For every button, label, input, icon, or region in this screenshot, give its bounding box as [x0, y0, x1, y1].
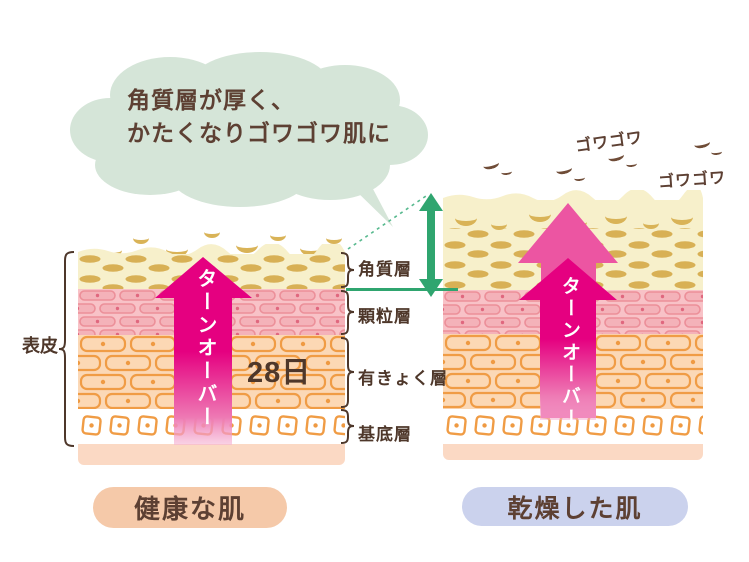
gowagowa-label-2: ゴワゴワ — [657, 169, 727, 192]
flake-icon — [500, 168, 513, 176]
crescent-cell-icon — [643, 217, 659, 229]
crescent-cell-icon — [270, 229, 286, 241]
caption-healthy-text: 健康な肌 — [133, 494, 246, 524]
dermis-band — [443, 444, 703, 460]
turnover-label-healthy: ターンオーバー — [194, 268, 216, 429]
crescent-cell-icon — [133, 232, 149, 244]
bubble-text: 角質層が厚く、 かたくなりゴワゴワ肌に — [127, 84, 427, 150]
thickness-measure-arrow — [419, 193, 443, 297]
spinous-brace — [340, 337, 355, 408]
caption-dry-text: 乾燥した肌 — [507, 494, 643, 523]
granular-brace — [340, 290, 355, 335]
flake-icon — [607, 150, 625, 163]
flake-icon — [482, 158, 500, 171]
crescent-cell-icon — [236, 237, 258, 253]
flake-icon — [555, 163, 573, 176]
turnover-arrow-healthy — [155, 257, 252, 445]
turnover-label-dry: ターンオーバー — [559, 276, 580, 430]
bubble-line1: 角質層が厚く、 — [127, 87, 295, 113]
crescent-cell-icon — [204, 226, 220, 238]
basal-brace — [340, 409, 355, 444]
dermis-band — [78, 444, 345, 465]
skin-block-dry: ターンオーバー — [443, 190, 703, 460]
skin-surface-wave — [443, 190, 703, 202]
stratum-corneum-brace — [340, 252, 355, 288]
stratum-corneum-label: 角質層 — [358, 260, 412, 279]
skin-block-healthy: ターンオーバー — [78, 220, 345, 465]
epidermis-brace — [58, 251, 75, 447]
epidermis-label: 表皮 — [22, 336, 58, 356]
spinous-label: 有きょく層 — [358, 369, 448, 388]
flake-icon — [625, 160, 638, 168]
caption-healthy: 健康な肌 — [93, 487, 287, 528]
gowagowa-label-1: ゴワゴワ — [574, 129, 645, 156]
flake-icon — [573, 174, 586, 182]
turnover-arrow-dry-front — [519, 258, 617, 420]
dashed-guide-line — [347, 195, 427, 250]
layer-boundary-line — [346, 288, 458, 291]
crescent-cell-icon — [326, 232, 342, 244]
crescent-cell-icon — [491, 218, 507, 230]
turnover-days-label: 28日 — [247, 357, 312, 389]
crescent-cell-icon — [671, 209, 693, 225]
bubble-line2: かたくなりゴワゴワ肌に — [127, 120, 391, 146]
crescent-cell-icon — [455, 210, 477, 226]
crescent-cell-icon — [605, 208, 627, 224]
speech-bubble — [70, 52, 428, 227]
caption-dry: 乾燥した肌 — [462, 487, 688, 526]
granular-label: 顆粒層 — [358, 307, 412, 326]
crescent-cell-icon — [529, 206, 551, 222]
skin-surface-wave — [78, 244, 345, 256]
crescent-cell-icon — [300, 240, 322, 256]
basal-label: 基底層 — [358, 425, 412, 444]
flake-icon — [710, 148, 723, 156]
flake-icon — [693, 137, 711, 150]
